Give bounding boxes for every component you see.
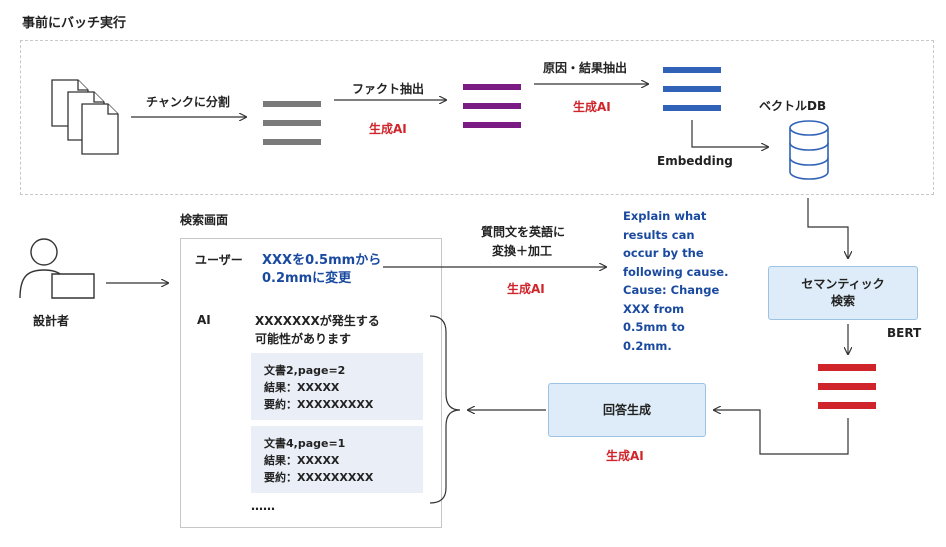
arrow-embedding (691, 120, 768, 147)
more-results-ellipsis: …… (251, 499, 275, 513)
query-line-1: XXXを0.5mmから (262, 253, 382, 268)
bert-label: BERT (887, 326, 922, 340)
cause-ai-label: 生成AI (573, 100, 611, 114)
batch-section-title: 事前にバッチ実行 (22, 16, 127, 31)
list-bar (818, 364, 876, 371)
list-bar (463, 103, 521, 109)
english-query-line: Explain what (623, 209, 707, 223)
answer-line-2: 可能性があります (255, 332, 352, 346)
brace-icon (429, 315, 461, 504)
list-bar (463, 84, 521, 90)
fact-ai-label: 生成AI (369, 122, 407, 136)
chunk-label: チャンクに分割 (146, 95, 230, 109)
arrow-results-to-answer (714, 410, 849, 455)
document-stack-icon (51, 79, 119, 155)
semantic-search-box[interactable]: セマンティック 検索 (768, 266, 918, 320)
list-bar (663, 86, 721, 92)
embedding-label: Embedding (657, 154, 733, 168)
list-bar (818, 383, 876, 390)
search-screen-panel: ユーザー XXXを0.5mmから 0.2mmに変更 AI XXXXXXXが発生す… (180, 238, 442, 528)
english-query-line: 0.5mm to (623, 320, 685, 334)
english-query-line: Cause: Change (623, 283, 720, 297)
answer-generation-box[interactable]: 回答生成 (548, 383, 706, 437)
arrow-db-to-semantic (807, 198, 848, 258)
english-query-line: results can (623, 227, 695, 242)
result-card[interactable]: 文書2,page=2 結果：XXXXX 要約：XXXXXXXXX (251, 353, 423, 420)
convert-label-line-2: 変換＋加工 (492, 244, 553, 258)
english-query-line: 0.2mm. (623, 338, 672, 353)
semantic-search-line-1: セマンティック (801, 277, 885, 291)
list-bar (463, 122, 521, 128)
user-laptop-icon (19, 238, 95, 299)
vector-db-label: ベクトルDB (759, 99, 827, 113)
query-line-2: 0.2mmに変更 (262, 271, 352, 286)
list-bar (263, 139, 321, 145)
database-icon (789, 120, 829, 180)
list-bar (263, 101, 321, 107)
english-query-line: following cause. (623, 264, 729, 279)
english-query-line: XXX from (623, 301, 685, 316)
convert-ai-label: 生成AI (507, 282, 545, 296)
user-role-label: ユーザー (195, 253, 243, 267)
english-query-line: occur by the (623, 246, 704, 260)
list-bar (663, 105, 721, 111)
result-doc: 文書2,page=2 (264, 364, 346, 377)
batch-region (20, 40, 934, 195)
result-outcome: 結果：XXXXX (264, 381, 340, 394)
result-summary: 要約：XXXXXXXXX (264, 471, 374, 484)
list-bar (263, 120, 321, 126)
search-screen-title: 検索画面 (180, 213, 229, 227)
semantic-search-line-2: 検索 (830, 294, 855, 308)
cause-label: 原因・結果抽出 (543, 61, 628, 75)
answer-line-1: XXXXXXXが発生する (255, 314, 380, 328)
ai-role-label: AI (197, 313, 211, 327)
result-doc: 文書4,page=1 (264, 437, 346, 450)
english-query: Explain what results can occur by the fo… (623, 207, 728, 355)
list-bar (818, 402, 876, 409)
result-summary: 要約：XXXXXXXXX (264, 398, 374, 411)
designer-label: 設計者 (33, 314, 70, 328)
fact-label: ファクト抽出 (352, 82, 425, 96)
result-outcome: 結果：XXXXX (264, 454, 340, 467)
result-card[interactable]: 文書4,page=1 結果：XXXXX 要約：XXXXXXXXX (251, 426, 423, 493)
convert-label-line-1: 質問文を英語に (481, 225, 566, 239)
list-bar (663, 67, 721, 73)
answer-generation-label: 回答生成 (602, 402, 651, 417)
answer-ai-label: 生成AI (606, 449, 644, 463)
